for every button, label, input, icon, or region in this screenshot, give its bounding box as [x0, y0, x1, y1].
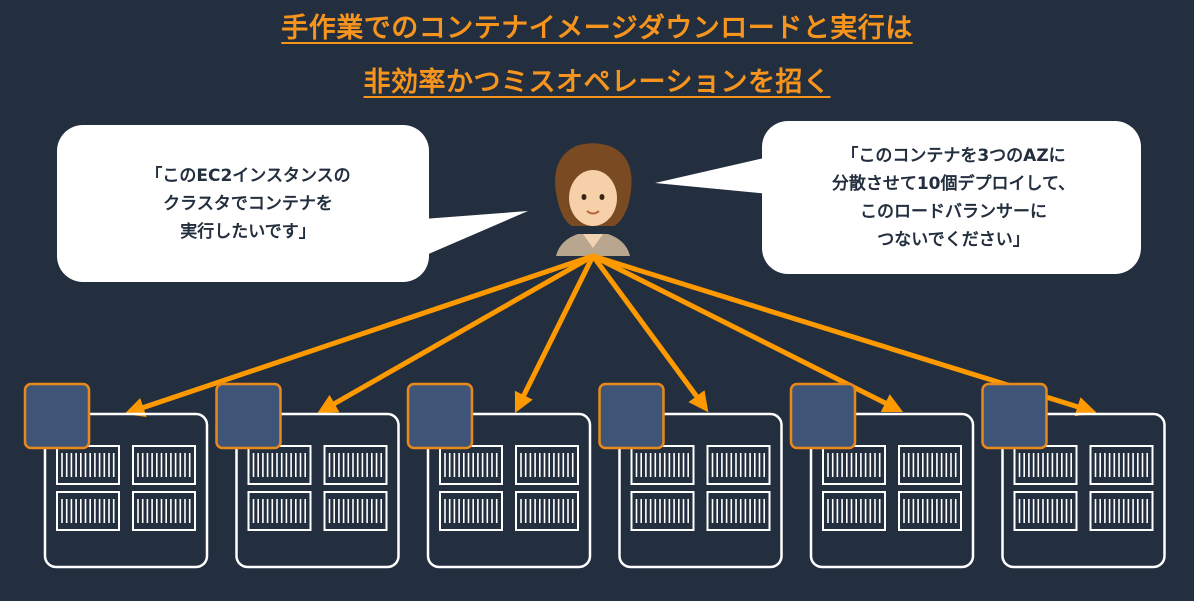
bubble-left-line-1: 「このEC2インスタンスの	[145, 165, 351, 186]
container-icon	[898, 445, 962, 485]
person-avatar-icon	[555, 143, 632, 256]
ec2-instance-icon	[981, 382, 1048, 450]
container-icon	[1013, 445, 1078, 485]
bubble-left-line-3: 実行したいです」	[180, 221, 316, 242]
arrow-to-instance-4	[590, 253, 709, 413]
arrow-to-instance-5	[590, 253, 904, 413]
bubble-right-tail	[655, 152, 790, 196]
ec2-instance-4	[598, 382, 783, 569]
instance-box	[618, 412, 783, 569]
arrow-to-instance-1	[124, 253, 596, 417]
container-icon	[247, 445, 312, 485]
container-icon	[630, 445, 695, 485]
bubble-left-line-2: クラスタでコンテナを	[163, 193, 333, 214]
container-icon	[706, 491, 771, 531]
bubble-right-line-4: つないでください」	[877, 229, 1030, 250]
arrow-to-instance-3	[514, 253, 596, 414]
bubble-left-tail	[410, 211, 528, 262]
ec2-instance-icon	[23, 382, 91, 450]
instance-box	[426, 412, 592, 569]
ec2-instance-3	[406, 382, 592, 569]
container-icon	[323, 491, 388, 531]
container-icon	[515, 445, 579, 485]
container-icon	[822, 491, 886, 531]
container-icon	[515, 491, 579, 531]
container-icon	[132, 491, 196, 531]
title-line-2: 非効率かつミスオペレーションを招く	[363, 67, 831, 98]
container-icon	[56, 491, 120, 531]
container-icon	[630, 491, 695, 531]
instance-box	[235, 412, 400, 569]
speech-bubble-left: 「このEC2インスタンスの クラスタでコンテナを 実行したいです」	[57, 125, 429, 282]
ec2-instance-icon	[215, 382, 282, 450]
instance-box	[43, 412, 209, 569]
container-icon	[247, 491, 312, 531]
ec2-instance-icon	[406, 382, 474, 450]
bubble-right-line-1: 「このコンテナを3つのAZに	[841, 145, 1066, 166]
arrow-to-instance-2	[317, 253, 596, 414]
container-icon	[822, 445, 886, 485]
ec2-instance-icon	[598, 382, 665, 450]
container-icon	[323, 445, 388, 485]
bubble-right-line-2: 分散させて10個デプロイして、	[831, 173, 1076, 194]
container-icon	[898, 491, 962, 531]
container-icon	[439, 491, 503, 531]
ec2-instance-icon	[789, 382, 857, 450]
container-icon	[706, 445, 771, 485]
instance-box	[1001, 412, 1166, 569]
instance-box	[809, 412, 975, 569]
bubble-right-line-3: このロードバランサーに	[860, 201, 1047, 222]
speech-bubble-right: 「このコンテナを3つのAZに 分散させて10個デプロイして、 このロードバランサ…	[762, 121, 1141, 274]
ec2-instance-6	[981, 382, 1166, 569]
ec2-instance-5	[789, 382, 975, 569]
ec2-instance-2	[215, 382, 400, 569]
container-icon	[1089, 491, 1154, 531]
ec2-instance-1	[23, 382, 209, 569]
container-icon	[1089, 445, 1154, 485]
arrows	[124, 253, 1097, 417]
container-icon	[132, 445, 196, 485]
container-icon	[439, 445, 503, 485]
title-line-1: 手作業でのコンテナイメージダウンロードと実行は	[281, 13, 913, 44]
container-icon	[56, 445, 120, 485]
container-icon	[1013, 491, 1078, 531]
